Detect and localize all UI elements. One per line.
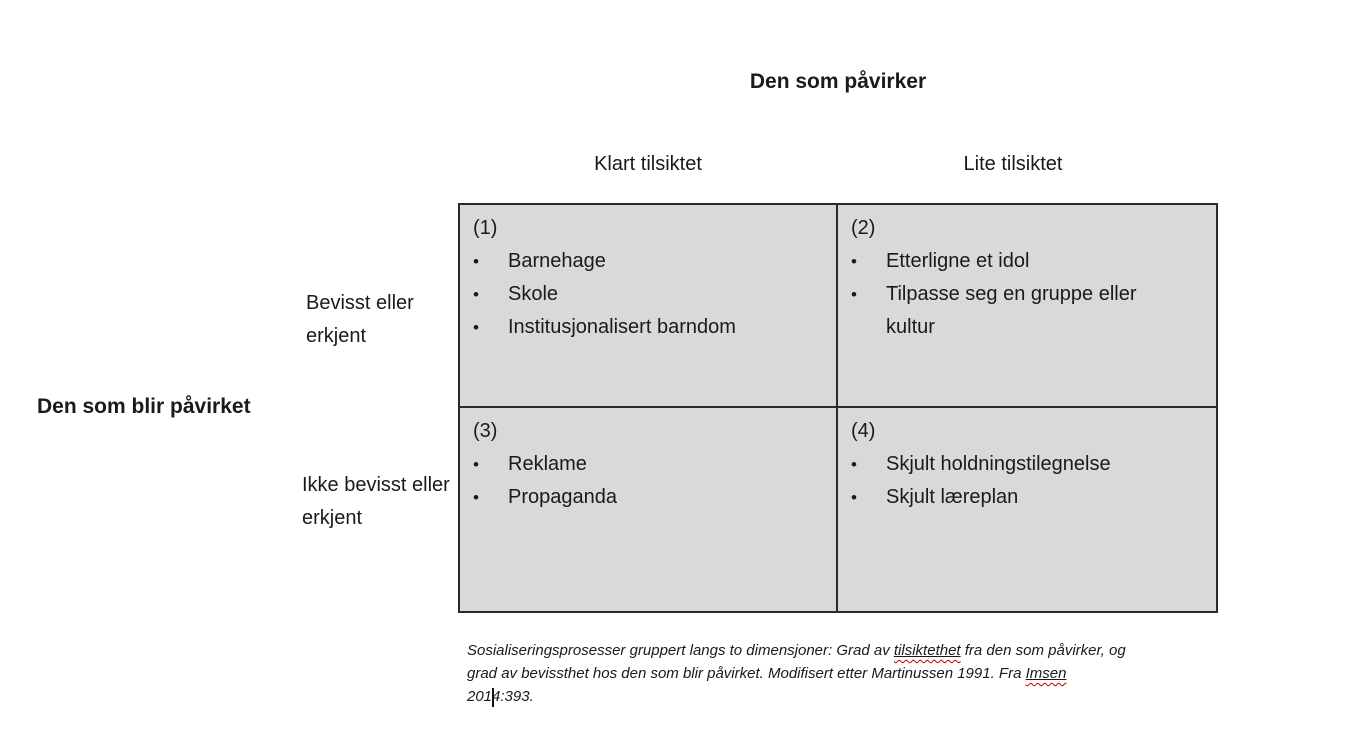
list-item: • Skjult holdningstilegnelse	[851, 448, 1186, 481]
spellcheck-underline: tilsiktethet	[893, 642, 961, 659]
quadrant-cell-1: (1) • Barnehage • Skole • Institusjonali…	[460, 205, 838, 408]
bullet-icon: •	[473, 488, 479, 507]
column-header-lite-tilsiktet: Lite tilsiktet	[963, 153, 1063, 175]
matrix-grid: (1) • Barnehage • Skole • Institusjonali…	[458, 203, 1218, 613]
quadrant-cell-4: (4) • Skjult holdningstilegnelse • Skjul…	[838, 408, 1216, 611]
bullet-icon: •	[473, 455, 479, 474]
list-item: • Reklame	[473, 448, 806, 481]
list-item: • Propaganda	[473, 481, 806, 514]
list-item: • Tilpasse seg en gruppe eller kultur	[851, 278, 1186, 344]
list-item-text: Skjult læreplan	[886, 486, 1019, 508]
caption-text: 201	[467, 688, 493, 705]
list-item: • Skjult læreplan	[851, 481, 1186, 514]
spellcheck-underline: Imsen	[1025, 665, 1067, 682]
figure-caption: Sosialiseringsprosesser gruppert langs t…	[467, 639, 1237, 708]
row-header-bevisst: Bevisst eller erkjent	[306, 292, 414, 347]
list-item: • Skole	[473, 278, 806, 311]
bullet-icon: •	[851, 252, 857, 271]
list-item-text: Barnehage	[508, 250, 606, 272]
underlined-word: Imsen	[1026, 665, 1067, 682]
quadrant-label: (4)	[851, 420, 876, 442]
quadrant-label: (1)	[473, 217, 498, 239]
list-item-text: Tilpasse seg en gruppe eller kultur	[886, 283, 1137, 338]
list-item-text: Institusjonalisert barndom	[508, 316, 736, 338]
row-header-ikke-bevisst: Ikke bevisst eller erkjent	[302, 474, 450, 529]
bullet-icon: •	[473, 285, 479, 304]
left-axis-title: Den som blir påvirket	[37, 395, 251, 418]
bullet-icon: •	[473, 318, 479, 337]
caption-text: grad av bevissthet hos den som blir påvi…	[467, 665, 1026, 682]
text-cursor	[492, 688, 495, 707]
list-item: • Barnehage	[473, 245, 806, 278]
list-item-text: Skjult holdningstilegnelse	[886, 453, 1111, 475]
bullet-icon: •	[473, 252, 479, 271]
bullet-icon: •	[851, 455, 857, 474]
caption-line-2: grad av bevissthet hos den som blir påvi…	[467, 662, 1237, 685]
caption-line-3: 2014:393.	[467, 685, 1237, 708]
list-item-text: Propaganda	[508, 486, 617, 508]
quadrant-label: (3)	[473, 420, 498, 442]
caption-text: 4:393.	[492, 688, 534, 705]
quadrant-label: (2)	[851, 217, 876, 239]
list-item-text: Skole	[508, 283, 559, 305]
caption-text: fra den som påvirker, og	[960, 642, 1126, 659]
bullet-icon: •	[851, 285, 857, 304]
quadrant-cell-3: (3) • Reklame • Propaganda	[460, 408, 838, 611]
list-item-text: Etterligne et idol	[886, 250, 1030, 272]
quadrant-cell-2: (2) • Etterligne et idol • Tilpasse seg …	[838, 205, 1216, 408]
top-axis-title: Den som påvirker	[749, 70, 927, 93]
bullet-icon: •	[851, 488, 857, 507]
underlined-word: tilsiktethet	[894, 642, 961, 659]
caption-line-1: Sosialiseringsprosesser gruppert langs t…	[467, 639, 1237, 662]
column-header-klart-tilsiktet: Klart tilsiktet	[594, 153, 702, 175]
list-item: • Etterligne et idol	[851, 245, 1186, 278]
caption-text: Sosialiseringsprosesser gruppert langs t…	[467, 642, 894, 659]
list-item: • Institusjonalisert barndom	[473, 311, 806, 344]
list-item-text: Reklame	[508, 453, 587, 475]
